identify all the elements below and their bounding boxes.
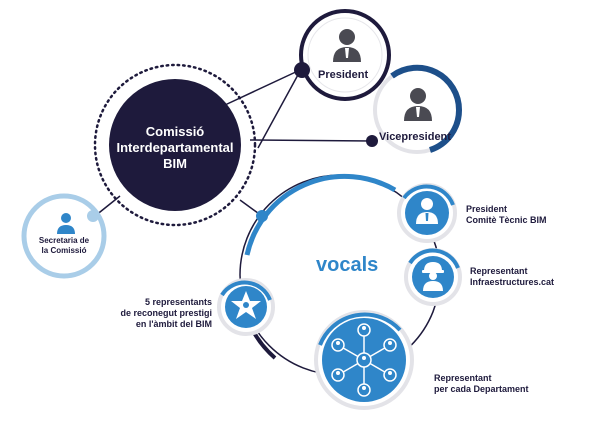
vocal-president-ctbim-node xyxy=(397,183,457,243)
person-icon xyxy=(333,29,361,62)
president-node xyxy=(294,9,391,101)
vocal-infraestructures-node xyxy=(404,248,462,306)
experts-label: 5 representants de reconegut prestigi en… xyxy=(120,297,212,329)
vicepresident-node xyxy=(366,64,463,154)
connector-president xyxy=(224,69,301,106)
committee-node xyxy=(93,63,257,227)
hard-hat-worker-icon xyxy=(422,262,444,291)
secretaria-label: Secretaria de la Comissió xyxy=(38,236,90,255)
vocal-departaments-label: Representant per cada Departament xyxy=(434,373,529,394)
vocal-departaments-node xyxy=(314,310,414,410)
vocal-president-ctbim-label: President Comitè Tècnic BIM xyxy=(466,204,547,225)
vocals-label: vocals xyxy=(316,254,379,276)
person-icon xyxy=(404,88,432,121)
connector-vicepresident xyxy=(249,139,373,142)
secretaria-node xyxy=(21,193,107,279)
person-icon xyxy=(416,198,438,224)
person-icon xyxy=(57,213,75,234)
vocal-infraestructures-label: Representant Infraestructures.cat xyxy=(470,266,555,287)
vicepresident-label: Vicepresident xyxy=(379,131,451,143)
experts-node xyxy=(217,278,275,336)
president-label: President xyxy=(318,69,369,81)
committee-title: Comissió Interdepartamental BIM xyxy=(116,124,234,171)
